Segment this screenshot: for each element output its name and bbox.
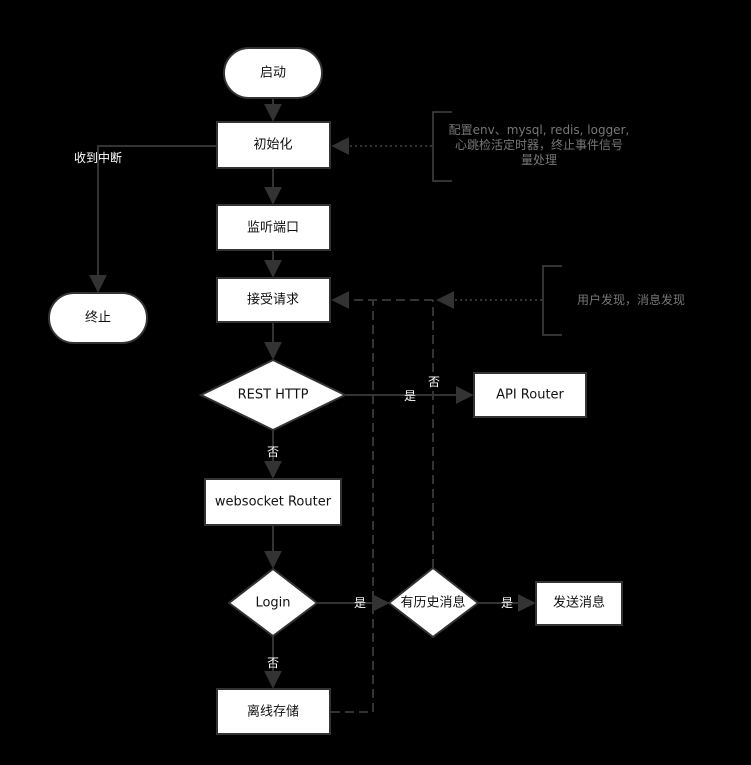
has-history-label: 有历史消息 xyxy=(400,595,465,611)
api-router-node xyxy=(473,372,587,418)
edge-init-end xyxy=(89,145,217,293)
start-node xyxy=(223,47,323,99)
end-node xyxy=(48,292,148,344)
rest-http-decision xyxy=(198,358,348,432)
init-note-bracket xyxy=(432,111,452,182)
init-note-line2: 心跳检活定时器，终止事件信号 xyxy=(455,137,623,152)
edge-offline-accept xyxy=(331,300,374,713)
accept-node xyxy=(216,277,331,323)
offline-store-node xyxy=(216,688,331,735)
websocket-router-node xyxy=(204,478,342,526)
init-node xyxy=(216,121,331,169)
edge-label-interrupt: 收到中断 xyxy=(74,150,122,165)
edge-label-login-yes: 是 xyxy=(354,596,366,610)
init-note-line3: 量处理 xyxy=(521,153,557,167)
listen-node xyxy=(216,204,331,251)
edge-label-rest-no: 否 xyxy=(267,445,279,459)
edge-label-login-no: 否 xyxy=(267,656,279,670)
api-router-label: API Router xyxy=(496,388,564,403)
edge-label-history-no: 否 xyxy=(428,375,440,389)
accept-note: 用户发现，消息发现 xyxy=(577,292,685,307)
history-decision xyxy=(387,566,480,639)
start-label: 启动 xyxy=(260,66,286,81)
edge-label-history-yes: 是 xyxy=(501,596,513,610)
send-message-label: 发送消息 xyxy=(553,595,605,611)
login-decision xyxy=(227,567,319,638)
offline-store-label: 离线存储 xyxy=(247,704,299,720)
rest-http-label: REST HTTP xyxy=(238,388,309,403)
edge-label-rest-yes: 是 xyxy=(404,389,416,403)
login-label: Login xyxy=(255,596,290,611)
init-label: 初始化 xyxy=(253,138,292,153)
listen-label: 监听端口 xyxy=(247,221,299,236)
websocket-router-label: websocket Router xyxy=(215,495,332,510)
end-label: 终止 xyxy=(85,310,111,326)
accept-label: 接受请求 xyxy=(247,292,299,308)
accept-note-bracket xyxy=(542,265,562,336)
send-message-node xyxy=(535,581,623,626)
init-note-line1: 配置env、mysql, redis, logger, xyxy=(449,123,630,137)
